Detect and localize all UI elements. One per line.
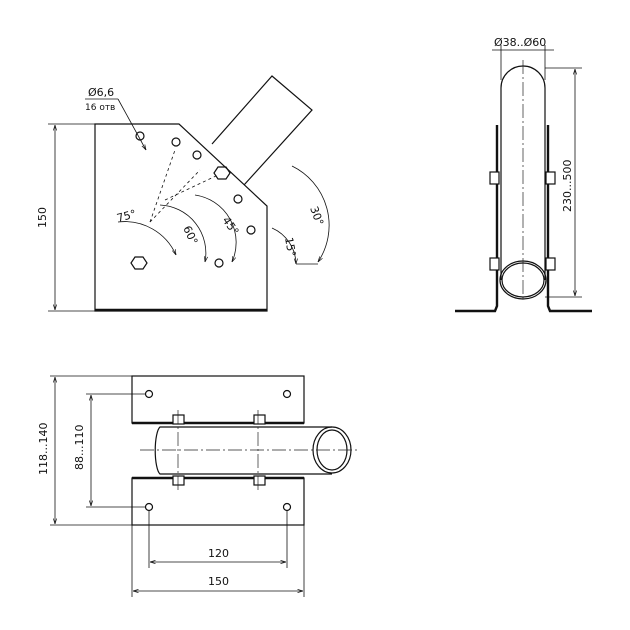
diameter-label: Ø38..Ø60: [494, 36, 546, 49]
bracket-arm: [211, 75, 313, 186]
top-bolts: [172, 414, 266, 486]
angle-45-label: 45°: [220, 214, 242, 237]
height-dimension: 150: [36, 123, 95, 312]
plate-length-dimension: 150: [131, 525, 305, 597]
angle-arcs: [117, 165, 330, 265]
hole-callout: Ø6,6 16 отв: [85, 86, 146, 150]
hole-spacing-dimension: 120: [148, 511, 288, 568]
angle-15-label: 15°: [282, 236, 298, 257]
side-view: Ø38..Ø60 230...500: [455, 36, 592, 313]
outer-width-label: 118...140: [37, 423, 50, 475]
plate-length-label: 150: [208, 575, 229, 588]
side-base-plate: [455, 125, 592, 313]
bracket-plate: [94, 123, 268, 312]
angle-75-label: 75°: [115, 207, 137, 225]
angle-30-label: 30°: [307, 205, 326, 228]
front-view: Ø6,6 16 отв 75° 60° 45° 30° 15° 150: [36, 75, 330, 312]
length-dimension: 230...500: [545, 67, 582, 298]
top-view: 118...140 88...110 120 150: [37, 375, 360, 597]
hole-count-label: 16 отв: [85, 103, 115, 113]
outer-width-dimension: 118...140: [37, 375, 132, 526]
top-tube: [154, 426, 352, 475]
mounting-holes: [135, 131, 256, 268]
inner-width-dimension: 88...110: [73, 393, 145, 508]
hole-spacing-label: 120: [208, 547, 229, 560]
bolt-heads: [130, 166, 231, 270]
top-lower-plate: [131, 476, 305, 526]
angle-labels: 75° 60° 45° 30° 15°: [115, 205, 326, 258]
side-bolts: [489, 171, 556, 271]
top-upper-plate: [131, 375, 305, 425]
diameter-dimension: Ø38..Ø60: [492, 36, 554, 80]
length-label: 230...500: [561, 160, 574, 212]
construction-lines: [149, 149, 219, 223]
hole-diameter-label: Ø6,6: [88, 86, 114, 99]
inner-width-label: 88...110: [73, 425, 86, 470]
angle-60-label: 60°: [180, 224, 200, 247]
height-label: 150: [36, 207, 49, 228]
